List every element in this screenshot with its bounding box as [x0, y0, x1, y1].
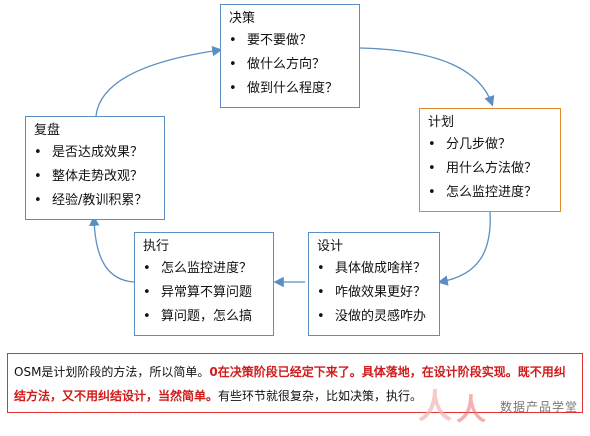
bullet-icon: •: [428, 185, 436, 200]
bullet-icon: •: [317, 309, 325, 324]
watermark: 人 人 数据产品学堂: [416, 380, 586, 428]
design-title: 设计: [317, 239, 344, 254]
note-part-2-highlight: 0在决策阶段已经定下来了。具体落地，在设计阶段实现。既不用纠结方法，又不用纠结设…: [14, 365, 566, 403]
bullet-icon: •: [143, 261, 151, 276]
list-item: •没做的灵感咋办: [317, 309, 427, 324]
watermark-logo-icon: 人 人: [418, 387, 486, 428]
list-item: •做到什么程度？: [229, 81, 339, 96]
bullet-icon: •: [229, 57, 237, 72]
bullet-icon: •: [34, 193, 42, 208]
list-item: •异常算不算问题: [143, 285, 253, 300]
decision-title: 决策: [229, 11, 256, 26]
design-list: •具体做成啥样？ •咋做效果更好？ •没做的灵感咋办: [317, 261, 431, 325]
execute-box: 执行 •怎么监控进度？ •异常算不算问题 •算问题，怎么搞: [134, 232, 274, 336]
svg-text:人: 人: [456, 393, 486, 426]
execute-title: 执行: [143, 239, 170, 254]
list-item: •做什么方向？: [229, 57, 326, 72]
list-item: •怎么监控进度？: [428, 185, 538, 200]
decision-box: 决策 •要不要做？ •做什么方向？ •做到什么程度？: [220, 4, 360, 108]
decision-list: •要不要做？ •做什么方向？ •做到什么程度？: [229, 33, 351, 97]
bullet-icon: •: [229, 33, 237, 48]
arrow-decision-to-plan: [359, 47, 495, 107]
bullet-icon: •: [317, 285, 325, 300]
bullet-icon: •: [428, 137, 436, 152]
arrow-plan-to-design: [437, 211, 491, 286]
review-box: 复盘 •是否达成效果？ •整体走势改观？ •经验/教训积累？: [25, 116, 165, 220]
design-box: 设计 •具体做成啥样？ •咋做效果更好？ •没做的灵感咋办: [308, 232, 440, 336]
list-item: •是否达成效果？: [34, 145, 144, 160]
svg-text:人: 人: [418, 387, 452, 426]
bullet-icon: •: [428, 161, 436, 176]
bullet-icon: •: [229, 81, 237, 96]
note-part-1: OSM是计划阶段的方法，所以简单。: [14, 365, 210, 379]
list-item: •要不要做？: [229, 33, 313, 48]
review-list: •是否达成效果？ •整体走势改观？ •经验/教训积累？: [34, 145, 156, 209]
bullet-icon: •: [143, 309, 151, 324]
list-item: •怎么监控进度？: [143, 261, 253, 276]
list-item: •经验/教训积累？: [34, 193, 148, 208]
review-title: 复盘: [34, 123, 61, 138]
bullet-icon: •: [34, 145, 42, 160]
watermark-text: 数据产品学堂: [500, 400, 579, 414]
plan-list: •分几步做？ •用什么方法做？ •怎么监控进度？: [428, 137, 552, 201]
list-item: •整体走势改观？: [34, 169, 144, 184]
note-part-3: 有些环节就很复杂，比如决策，执行。: [218, 389, 423, 403]
bullet-icon: •: [317, 261, 325, 276]
bullet-icon: •: [34, 169, 42, 184]
plan-box: 计划 •分几步做？ •用什么方法做？ •怎么监控进度？: [419, 108, 561, 212]
arrow-execute-to-review: [89, 215, 135, 283]
list-item: •咋做效果更好？: [317, 285, 427, 300]
list-item: •算问题，怎么搞: [143, 309, 253, 324]
execute-list: •怎么监控进度？ •异常算不算问题 •算问题，怎么搞: [143, 261, 265, 325]
list-item: •具体做成啥样？: [317, 261, 427, 276]
bullet-icon: •: [143, 285, 151, 300]
summary-note: OSM是计划阶段的方法，所以简单。0在决策阶段已经定下来了。具体落地，在设计阶段…: [7, 353, 583, 413]
arrow-review-to-decision: [95, 45, 223, 117]
list-item: •分几步做？: [428, 137, 512, 152]
plan-title: 计划: [428, 115, 455, 130]
list-item: •用什么方法做？: [428, 161, 538, 176]
